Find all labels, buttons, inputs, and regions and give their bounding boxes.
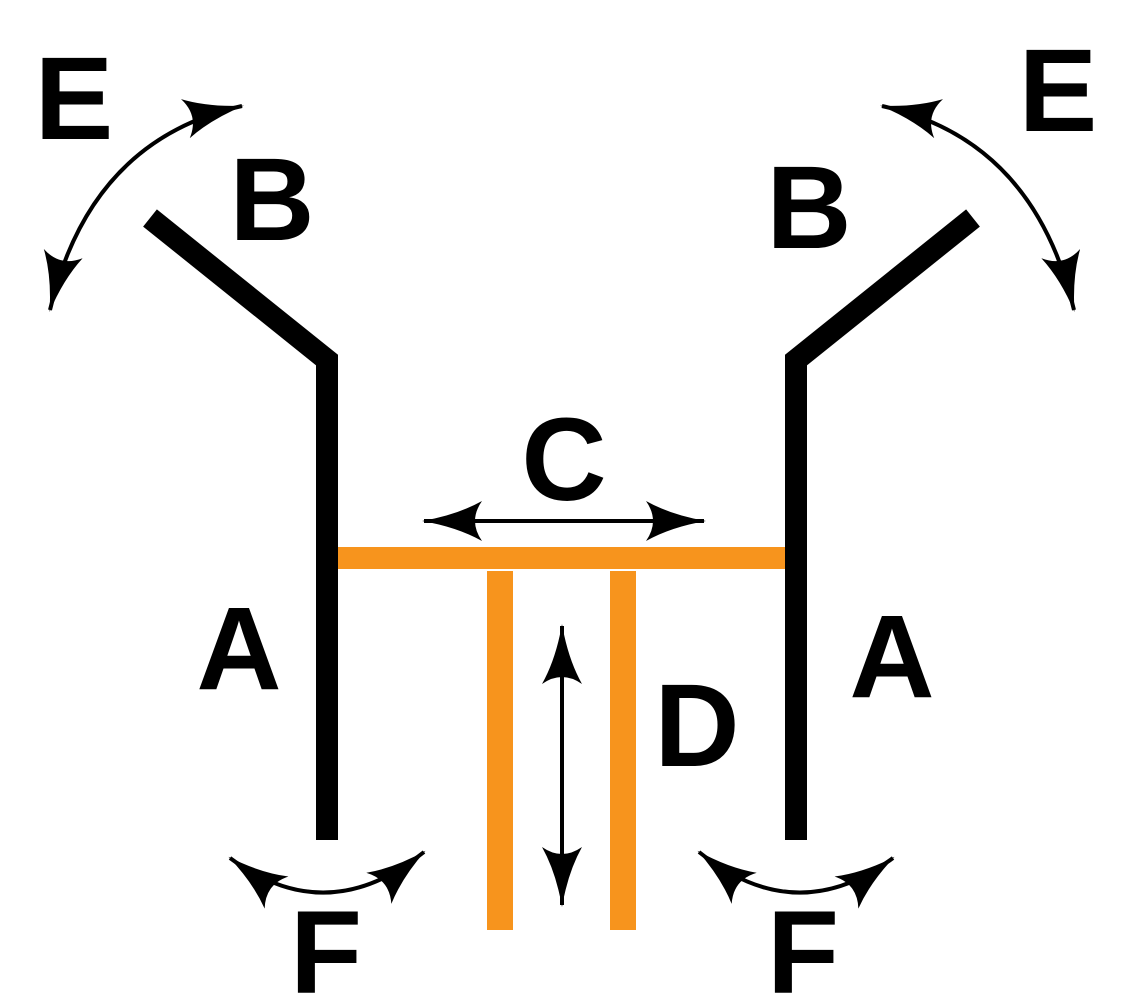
left-arm [143, 209, 338, 840]
label-b-left: B [229, 134, 314, 266]
arrow-f-right [697, 850, 895, 909]
label-e-left: E [35, 33, 114, 165]
label-f-left: F [290, 887, 362, 1000]
label-d: D [654, 660, 739, 792]
label-f-right: F [767, 887, 839, 1000]
orange-right-leg [610, 571, 636, 930]
orange-crossbar [338, 547, 785, 569]
label-a-left: A [196, 583, 281, 715]
label-c: C [521, 394, 606, 526]
arrow-f-left [228, 850, 426, 909]
right-arm [785, 209, 980, 840]
orange-left-leg [487, 571, 513, 930]
label-b-right: B [766, 142, 851, 274]
label-e-right: E [1019, 25, 1098, 157]
arrow-e-right [880, 99, 1081, 312]
label-a-right: A [849, 591, 934, 723]
arrow-e-left [43, 99, 244, 312]
